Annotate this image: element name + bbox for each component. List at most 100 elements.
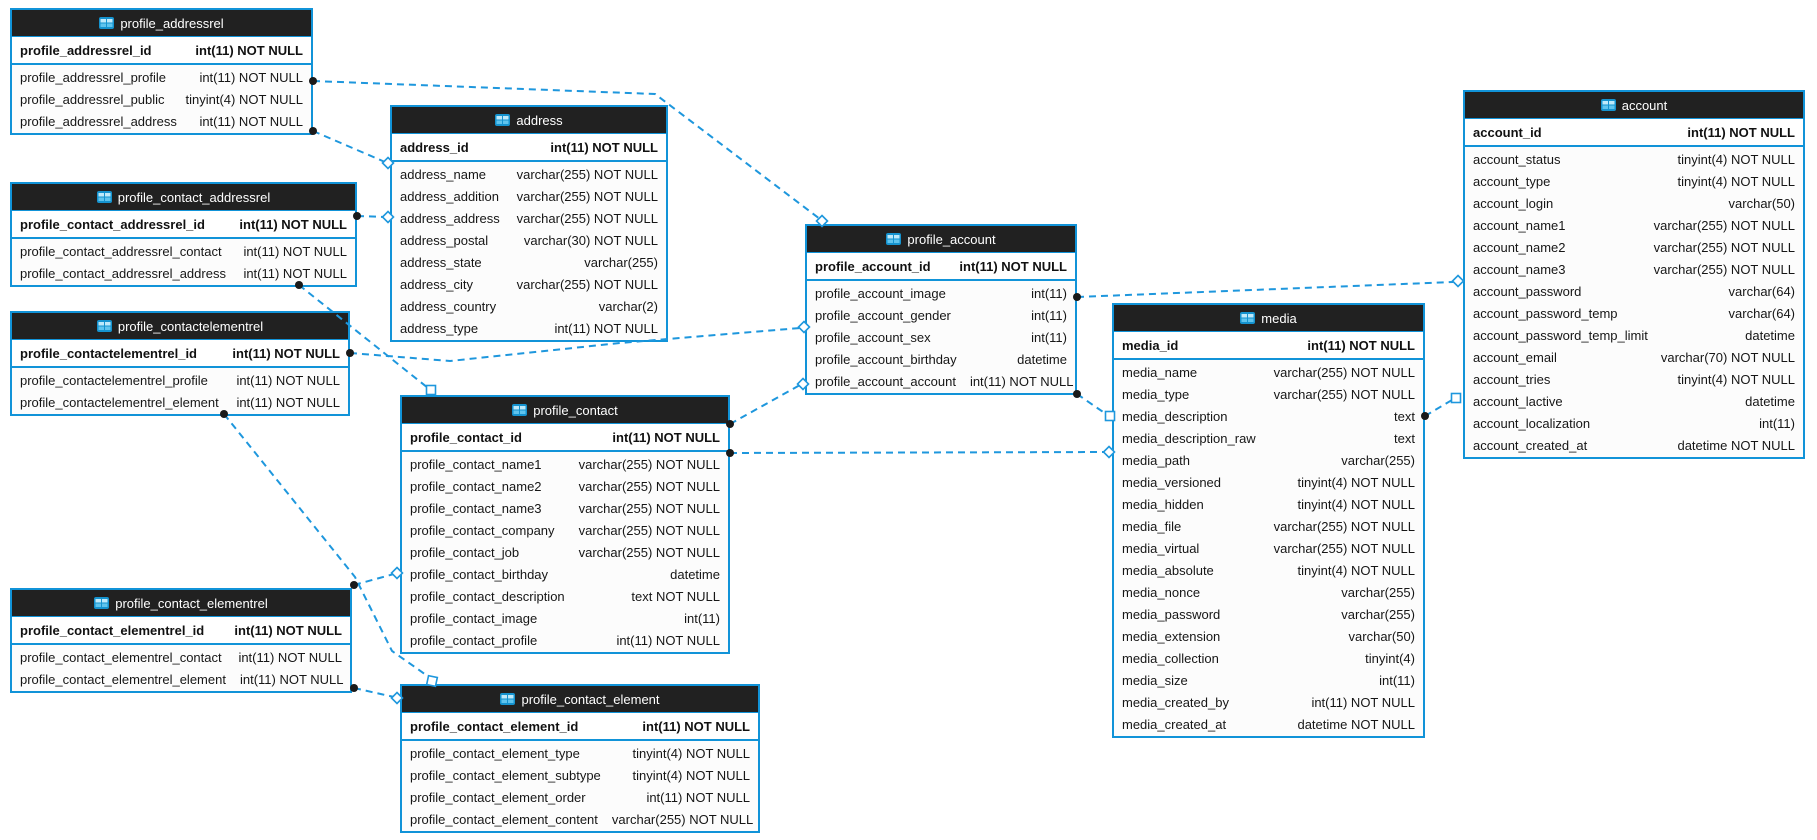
table-profile_contact_elementrel[interactable]: profile_contact_elementrel profile_conta…	[10, 588, 352, 693]
table-header[interactable]: profile_contact_elementrel	[12, 590, 350, 617]
pk-row[interactable]: profile_account_id int(11) NOT NULL	[807, 253, 1075, 281]
relation-profile_contact_elementrel-profile_contact_element[interactable]	[353, 687, 395, 698]
relation-profile_account-media[interactable]	[1076, 393, 1107, 415]
pk-row[interactable]: profile_contact_addressrel_id int(11) NO…	[12, 211, 355, 239]
table-profile_contact_element[interactable]: profile_contact_element profile_contact_…	[400, 684, 760, 833]
pk-row[interactable]: profile_contact_elementrel_id int(11) NO…	[12, 617, 350, 645]
table-header[interactable]: profile_contact_element	[402, 686, 758, 713]
pk-row[interactable]: profile_contactelementrel_id int(11) NOT…	[12, 340, 348, 368]
table-profile_contact_addressrel[interactable]: profile_contact_addressrel profile_conta…	[10, 182, 357, 287]
table-header[interactable]: profile_contact	[402, 397, 728, 424]
table-header[interactable]: profile_account	[807, 226, 1075, 253]
table-account[interactable]: account account_id int(11) NOT NULL acco…	[1463, 90, 1805, 459]
pk-row[interactable]: address_id int(11) NOT NULL	[392, 134, 666, 162]
table-profile_contactelementrel[interactable]: profile_contactelementrel profile_contac…	[10, 311, 350, 416]
table-header[interactable]: profile_addressrel	[12, 10, 311, 37]
pk-row[interactable]: account_id int(11) NOT NULL	[1465, 119, 1803, 147]
relation-profile_account-account[interactable]	[1076, 281, 1454, 298]
relation-profile_contact_addressrel-address[interactable]	[356, 215, 386, 218]
relation-media-account[interactable]	[1424, 399, 1453, 417]
table-header[interactable]: media	[1114, 305, 1423, 332]
relation-profile_contact-profile_account[interactable]	[729, 384, 801, 425]
table-header[interactable]: address	[392, 107, 666, 134]
table-address[interactable]: address address_id int(11) NOT NULL addr…	[390, 105, 668, 342]
table-header[interactable]: account	[1465, 92, 1803, 119]
table-header[interactable]: profile_contactelementrel	[12, 313, 348, 340]
table-profile_addressrel[interactable]: profile_addressrel profile_addressrel_id…	[10, 8, 313, 135]
table-header[interactable]: profile_contact_addressrel	[12, 184, 355, 211]
relation-profile_addressrel-address[interactable]	[312, 130, 386, 163]
table-profile_account[interactable]: profile_account profile_account_id int(1…	[805, 224, 1077, 395]
table-profile_contact[interactable]: profile_contact profile_contact_id int(1…	[400, 395, 730, 654]
relation-profile_contact-media[interactable]	[729, 451, 1106, 454]
pk-row[interactable]: media_id int(11) NOT NULL	[1114, 332, 1423, 360]
table-media[interactable]: media media_id int(11) NOT NULL media_na…	[1112, 303, 1425, 738]
